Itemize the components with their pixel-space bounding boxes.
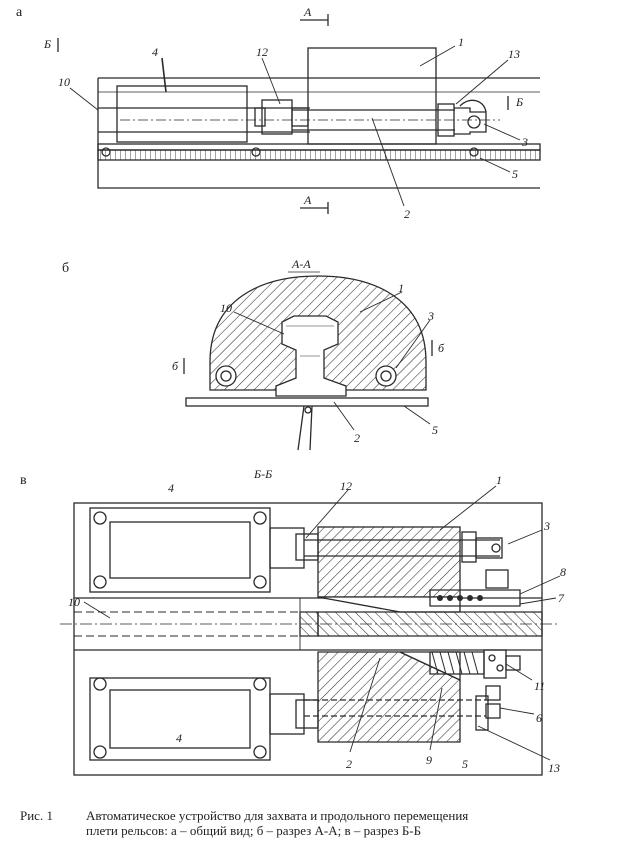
label-4-v-top: 4 [168, 481, 174, 495]
label-4-a: 4 [152, 45, 158, 59]
section-mark-a-bottom: А [303, 193, 312, 207]
section-title-bb: Б-Б [253, 467, 272, 481]
section-aa [183, 271, 433, 451]
label-6-v: 6 [536, 711, 542, 725]
section-mark-b-left2: б [172, 359, 179, 373]
section-mark-b-left: Б [43, 37, 51, 51]
motor-block-4 [116, 85, 248, 143]
label-4-v-bottom: 4 [176, 731, 182, 745]
label-5-v: 5 [462, 757, 468, 771]
section-title-aa: А-А [291, 257, 311, 271]
label-13-v: 13 [548, 761, 560, 775]
label-10-b: 10 [220, 301, 232, 315]
panel-label-v: в [20, 473, 27, 488]
label-12-a: 12 [256, 45, 268, 59]
label-1-b: 1 [398, 281, 404, 295]
section-mark-b-right: Б [515, 95, 523, 109]
caption-line-1: Автоматическое устройство для захвата и … [86, 808, 469, 823]
label-10-a: 10 [58, 75, 70, 89]
caption-line-2: плети рельсов: а – общий вид; б – разрез… [86, 823, 422, 838]
technical-drawing: а б в А А Б Б А-А б б Б-Б 10 4 12 1 13 3… [16, 5, 566, 776]
label-1-v: 1 [496, 473, 502, 487]
section-bb [60, 485, 561, 776]
label-10-v: 10 [68, 595, 80, 609]
label-7-v: 7 [558, 591, 565, 605]
label-5-a: 5 [512, 167, 518, 181]
label-3-b: 3 [427, 309, 434, 323]
view-general [57, 14, 541, 214]
motor-block-4-lower [89, 677, 271, 761]
label-13-a: 13 [508, 47, 520, 61]
label-9-v: 9 [426, 753, 432, 767]
figure-caption: Рис. 1 Автоматическое устройство для зах… [20, 800, 620, 842]
panel-label-b: б [62, 261, 69, 276]
label-11-v: 11 [534, 679, 545, 693]
section-mark-b-right2: б [438, 341, 445, 355]
label-2-b: 2 [354, 431, 360, 445]
label-5-b: 5 [432, 423, 438, 437]
label-3-v: 3 [543, 519, 550, 533]
label-8-v: 8 [560, 565, 566, 579]
panel-label-a: а [16, 5, 23, 20]
figure-number: Рис. 1 [20, 808, 53, 823]
label-2-v: 2 [346, 757, 352, 771]
motor-block-4-upper [89, 507, 271, 593]
label-12-v: 12 [340, 479, 352, 493]
label-1-a: 1 [458, 35, 464, 49]
label-3-a: 3 [521, 135, 528, 149]
label-2-a: 2 [404, 207, 410, 221]
section-mark-a-top: А [303, 5, 312, 19]
